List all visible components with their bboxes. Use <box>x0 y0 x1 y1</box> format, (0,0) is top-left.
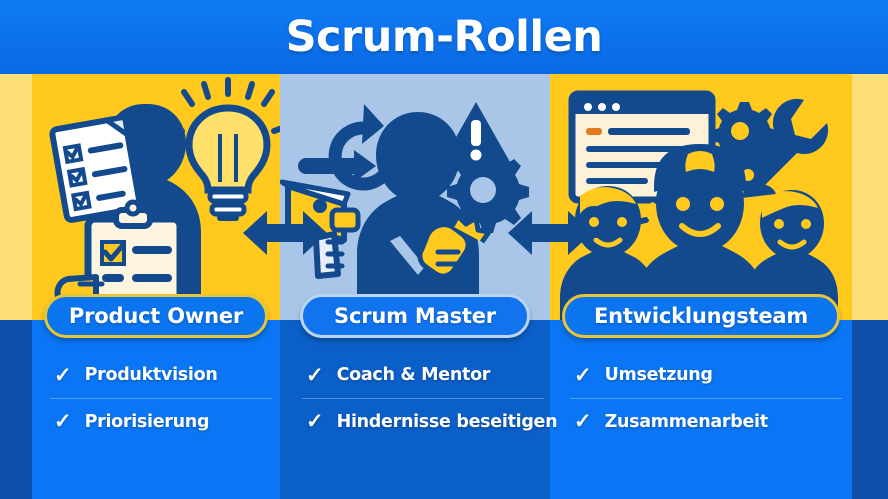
lightbulb-icon <box>165 77 280 221</box>
check-icon: ✓ <box>306 410 324 433</box>
list-item: ✓ Produktvision <box>50 352 272 398</box>
list-item: ✓ Zusammenarbeit <box>570 398 842 444</box>
role-badge-label: Product Owner <box>68 304 244 328</box>
right-margin-top <box>852 74 888 320</box>
list-item: ✓ Hindernisse beseitigen <box>302 398 558 444</box>
bottom-column-product-owner <box>32 320 280 499</box>
refresh-cycle-arrow-icon <box>298 104 397 191</box>
list-item: ✓ Priorisierung <box>50 398 272 444</box>
list-item-label: Coach & Mentor <box>336 365 491 385</box>
bottom-column-entwicklungsteam <box>550 320 852 499</box>
illustration-panel-entwicklungsteam <box>550 74 852 320</box>
left-margin-bottom <box>0 320 32 499</box>
list-item: ✓ Umsetzung <box>570 352 842 398</box>
illustration-panel-scrum-master <box>280 74 550 320</box>
illustration-panel-product-owner <box>32 74 280 320</box>
role-badge-entwicklungsteam[interactable]: Entwicklungsteam <box>562 294 840 338</box>
team-group-icon <box>560 144 838 320</box>
role-badge-label: Scrum Master <box>334 304 496 328</box>
header-bar: Scrum-Rollen <box>0 0 888 74</box>
double-arrow-icon-sm-team <box>508 207 592 259</box>
role-badge-label: Entwicklungsteam <box>593 304 809 328</box>
bottom-column-scrum-master <box>280 320 550 499</box>
check-icon: ✓ <box>574 363 592 387</box>
double-arrow-icon-po-sm <box>243 207 327 259</box>
left-margin-top <box>0 74 32 320</box>
bullet-list-product-owner: ✓ Produktvision ✓ Priorisierung <box>50 352 272 444</box>
list-item-label: Produktvision <box>84 365 218 385</box>
list-item-label: Zusammenarbeit <box>604 411 768 432</box>
check-icon: ✓ <box>54 410 72 433</box>
list-item-label: Priorisierung <box>84 411 210 432</box>
bullet-list-scrum-master: ✓ Coach & Mentor ✓ Hindernisse beseitige… <box>302 352 558 444</box>
bullet-list-entwicklungsteam: ✓ Umsetzung ✓ Zusammenarbeit <box>570 352 842 444</box>
check-icon: ✓ <box>306 363 324 387</box>
list-item-label: Umsetzung <box>604 365 713 385</box>
check-icon: ✓ <box>54 363 72 387</box>
gear-icon <box>447 151 529 233</box>
role-badge-scrum-master[interactable]: Scrum Master <box>300 294 530 338</box>
list-item-label: Hindernisse beseitigen <box>336 411 558 432</box>
check-icon: ✓ <box>574 410 592 433</box>
role-badge-product-owner[interactable]: Product Owner <box>44 294 268 338</box>
right-margin-bottom <box>852 320 888 499</box>
list-item: ✓ Coach & Mentor <box>302 352 544 398</box>
handshake-icon <box>417 213 492 279</box>
page-title: Scrum-Rollen <box>285 12 603 62</box>
checklist-document-icon <box>49 114 143 223</box>
